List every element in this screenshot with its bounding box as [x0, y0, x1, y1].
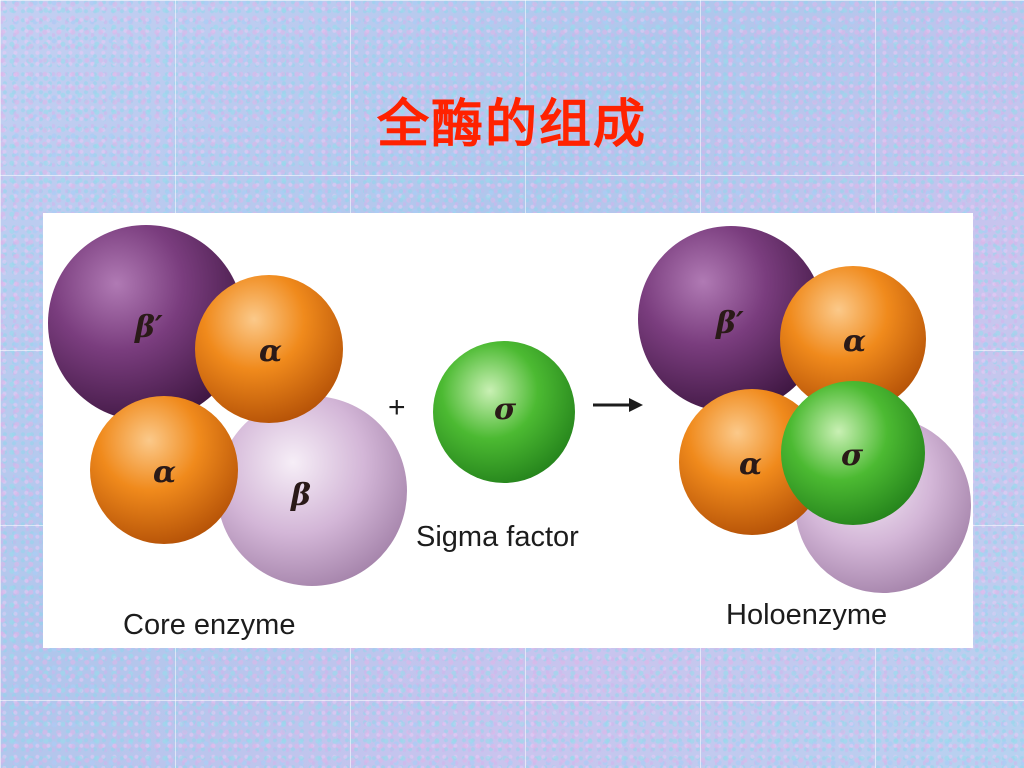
sigma-factor: σ Sigma factor: [416, 341, 579, 553]
holoenzyme: β′ α α σ Holoenzyme: [638, 226, 971, 631]
holo-alpha-top-label: α: [843, 324, 866, 359]
core-alpha-bottom-subunit: α: [90, 396, 238, 544]
core-beta-subunit: β: [217, 396, 407, 586]
holo-sigma-label: σ: [841, 438, 864, 473]
core-beta-label: β: [290, 478, 311, 513]
reaction-arrow: [593, 398, 643, 412]
core-alpha-top-subunit: α: [195, 275, 343, 423]
plus-sign: +: [388, 391, 406, 424]
holo-beta-prime-label: β′: [715, 306, 744, 341]
core-alpha-top-label: α: [259, 334, 282, 369]
core-beta-prime-label: β′: [134, 310, 163, 345]
holo-alpha-bottom-label: α: [739, 447, 762, 482]
holoenzyme-caption: Holoenzyme: [726, 599, 887, 631]
holo-beta-prime-subunit: β′: [638, 226, 824, 412]
slide-title: 全酶的组成: [376, 94, 647, 155]
holo-alpha-top-subunit: α: [780, 266, 926, 412]
core-beta-prime-subunit: β′: [48, 225, 244, 421]
holo-sigma-subunit: σ: [781, 381, 925, 525]
core-alpha-bottom-label: α: [153, 455, 176, 490]
sigma-factor-label: σ: [494, 392, 517, 427]
core-enzyme-caption: Core enzyme: [123, 609, 295, 641]
sigma-factor-caption: Sigma factor: [416, 521, 579, 553]
diagram-canvas: β β′ α α Core enzyme + σ Sigma factor: [48, 225, 971, 641]
core-enzyme: β β′ α α Core enzyme: [48, 225, 407, 641]
holoenzyme-diagram: β β′ α α Core enzyme + σ Sigma factor: [43, 213, 973, 648]
